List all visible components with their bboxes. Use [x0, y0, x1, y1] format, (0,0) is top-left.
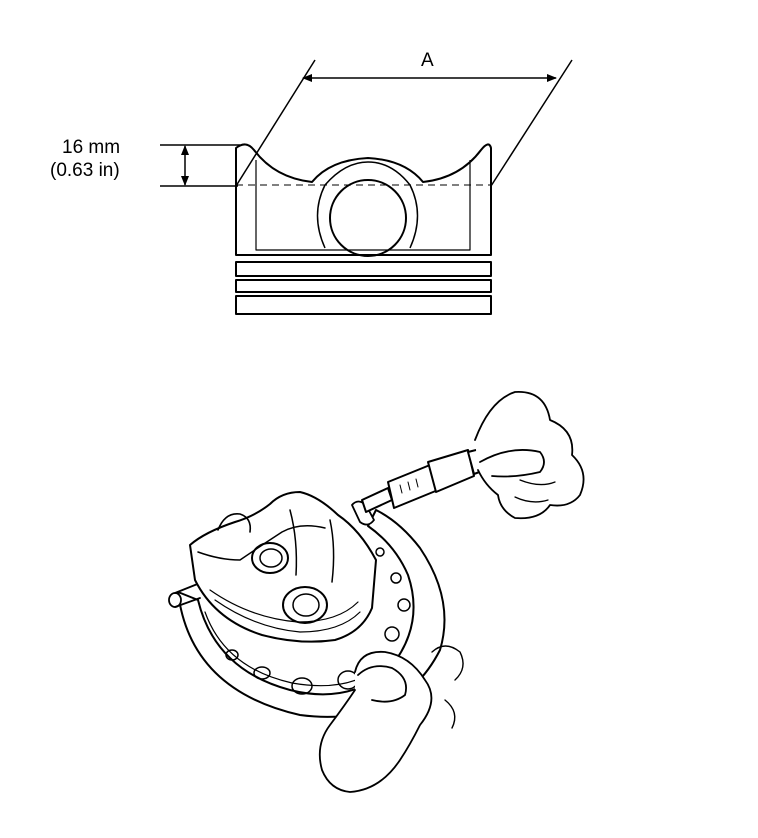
frame-hole [375, 547, 385, 557]
ring-land-3 [235, 295, 492, 315]
extension-line-left [235, 59, 316, 187]
frame-hole [390, 572, 402, 584]
left-thumb [357, 665, 407, 703]
micrometer-anvil [168, 582, 201, 608]
frame-hole [253, 666, 271, 680]
measured-piston [189, 491, 377, 643]
pin-hole [329, 179, 407, 257]
left-hand-outline [318, 650, 433, 793]
height-dimension-imperial-label: (0.63 in) [50, 160, 120, 181]
piston-inner-outline [255, 160, 471, 251]
left-fingers [431, 645, 464, 729]
piston-inner-web [289, 509, 335, 583]
piston-pin-bore-lower [282, 586, 328, 624]
thimble [427, 449, 475, 493]
thimble-graduations [399, 478, 419, 494]
micrometer-frame [177, 509, 446, 718]
ring-land-2 [235, 279, 492, 293]
spindle [361, 487, 393, 513]
piston-pin-bore-upper-inner [259, 548, 283, 568]
right-hand-outline [474, 391, 585, 520]
piston-side-view [235, 143, 492, 315]
left-finger-behind-frame [217, 513, 252, 533]
left-hand [217, 513, 464, 793]
frame-hole [225, 649, 239, 661]
piston-pin-bore-upper [251, 542, 289, 574]
dimension-a [235, 59, 573, 187]
frame-holes [225, 547, 411, 695]
ring-land-1 [235, 261, 492, 277]
right-hand [474, 391, 585, 520]
height-dimension-metric-label: 16 mm [62, 137, 121, 158]
frame-hole [384, 626, 400, 642]
piston-ring-groove [214, 599, 361, 633]
dimension-a-label: A [421, 50, 434, 71]
piston-body-outline [235, 143, 492, 256]
extension-line-right [490, 59, 573, 187]
micrometer-illustration [168, 391, 585, 793]
frame-hole [397, 598, 411, 612]
frame-hole [291, 677, 313, 695]
right-finger-crease [514, 479, 556, 503]
right-thumb [479, 449, 545, 478]
measured-piston-body [189, 491, 377, 643]
piston-pin-bore-lower-inner [292, 593, 320, 617]
height-dimension [160, 144, 240, 187]
pin-boss [316, 161, 419, 249]
spindle-lock [351, 500, 375, 526]
